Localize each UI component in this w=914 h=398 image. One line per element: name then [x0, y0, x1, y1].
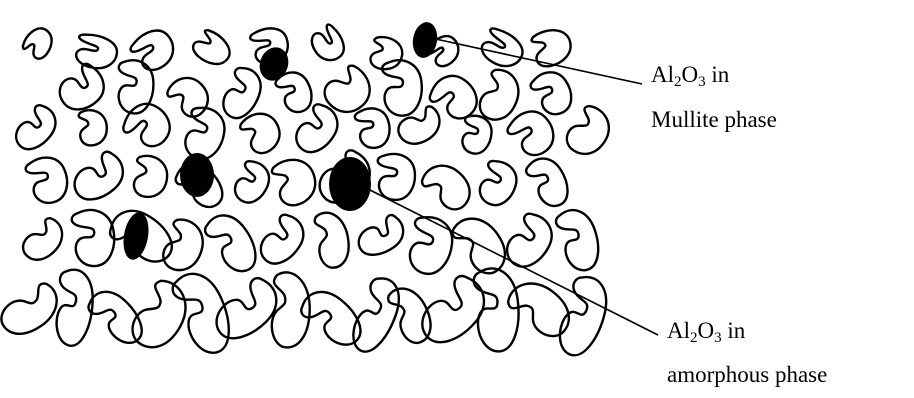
grain-outline	[562, 102, 617, 162]
grain-outline	[500, 210, 559, 275]
amorphous-label-phase: amorphous phase	[667, 363, 827, 386]
grain-outline	[307, 23, 350, 67]
mullite-label-phase: Mullite phase	[651, 108, 777, 131]
grain-outline	[354, 105, 394, 151]
grain-outline	[189, 27, 235, 71]
grain-outline	[120, 96, 178, 152]
grain-outline	[20, 23, 57, 61]
alumina-particles	[120, 20, 440, 262]
grain-outline	[133, 155, 168, 198]
grain-outline	[272, 272, 310, 347]
leader-lines	[360, 38, 658, 335]
grain-outline	[18, 214, 70, 267]
grain-outline	[528, 24, 576, 70]
grain-outline	[10, 102, 63, 157]
grain-outline	[353, 212, 409, 262]
alumina-in-mullite-particle	[410, 20, 440, 60]
grain-outline	[163, 70, 215, 122]
grain-outline	[68, 148, 131, 208]
grain-outline	[24, 152, 74, 207]
alumina-particle	[180, 153, 214, 197]
alumina-in-mullite-particle	[120, 210, 152, 261]
grain-outline	[394, 103, 447, 152]
grain-outline	[418, 157, 479, 215]
amorphous-label-formula: Al2O3 in	[667, 319, 745, 342]
grain-outline	[461, 114, 494, 155]
grain-outline	[312, 209, 354, 270]
grain-outline	[504, 103, 562, 161]
grain-outline	[378, 153, 416, 200]
grain-outline	[71, 207, 118, 268]
grain-outline	[503, 273, 579, 343]
grain-outline	[0, 278, 66, 343]
grain-outline	[160, 217, 208, 275]
grain-outline	[554, 205, 606, 275]
grain-field	[0, 23, 617, 361]
grain-outline	[201, 207, 265, 278]
grain-outline	[53, 61, 112, 119]
grain-outline	[182, 105, 229, 163]
grain-outline	[128, 23, 181, 76]
grain-outline	[268, 152, 323, 210]
grain-outline	[407, 215, 456, 278]
grain-outline	[74, 32, 120, 71]
grain-outline	[523, 152, 575, 212]
grain-outline	[254, 211, 311, 271]
grain-outline	[382, 59, 424, 117]
grain-outline	[126, 276, 196, 357]
grain-outline	[476, 158, 522, 210]
grain-outline	[230, 158, 274, 208]
grain-outline	[236, 106, 287, 158]
grain-outline	[118, 60, 154, 114]
grain-outline	[447, 208, 515, 279]
grain-outline	[319, 61, 379, 121]
alumina-in-amorphous-particle	[329, 157, 371, 211]
grain-outline	[384, 281, 439, 347]
grain-outline	[84, 283, 150, 350]
grain-outline	[169, 266, 239, 359]
mullite-label-formula: Al2O3 in	[651, 63, 729, 86]
grain-outline	[370, 36, 404, 71]
grain-outline	[76, 108, 109, 147]
grain-outline	[473, 266, 522, 353]
